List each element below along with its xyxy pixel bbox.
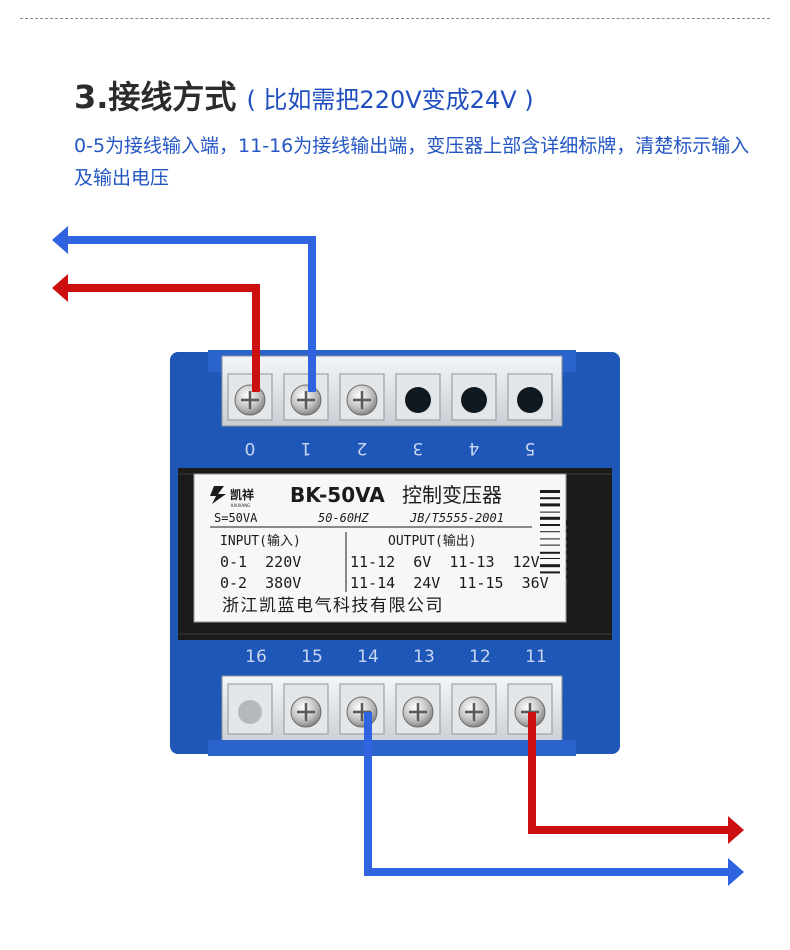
top-terminal-5[interactable] — [507, 373, 553, 421]
brand-logo — [210, 486, 226, 504]
brand-name: 凯祥 — [230, 487, 254, 502]
bottom-terminal-16[interactable] — [227, 683, 273, 735]
manufacturer-name: 浙江凯蓝电气科技有限公司 — [222, 596, 444, 616]
bottom-terminal-label: 12 — [469, 647, 491, 667]
product-name: 控制变压器 — [402, 483, 502, 507]
input-wire-blue-arrow-icon — [52, 226, 68, 254]
bottom-clear-cover — [221, 675, 563, 747]
output-wires — [364, 712, 744, 886]
top-divider — [20, 18, 770, 19]
top-terminal-label: 1 — [301, 438, 312, 458]
top-terminal-0[interactable] — [227, 373, 273, 421]
top-clear-cover — [221, 355, 563, 427]
input-header: INPUT(输入) — [220, 533, 301, 549]
output-wire-red-arrow-icon — [728, 816, 744, 844]
bottom-terminal-13[interactable] — [395, 683, 441, 735]
bottom-terminal-12[interactable] — [451, 683, 497, 735]
empty-hole-icon — [461, 387, 487, 413]
screw-icon — [346, 384, 378, 416]
top-terminal-label: 0 — [245, 438, 256, 458]
bottom-terminal-label: 14 — [357, 647, 379, 667]
output-header: OUTPUT(输出) — [388, 533, 477, 549]
frequency: 50-60HZ — [318, 511, 369, 525]
bottom-terminal-label: 11 — [525, 647, 547, 667]
top-terminal-1[interactable] — [283, 373, 329, 421]
section-title-text: 3.接线方式 — [74, 78, 237, 116]
empty-hole-icon — [405, 387, 431, 413]
top-terminal-label: 3 — [413, 438, 424, 458]
screw-icon — [290, 384, 322, 416]
output-wire-blue-arrow-icon — [728, 858, 744, 886]
top-terminal-label: 4 — [469, 438, 480, 458]
section-description: 0-5为接线输入端，11-16为接线输出端，变压器上部含详细标牌，清楚标示输入及… — [74, 135, 750, 189]
rating: S=50VA — [214, 511, 258, 525]
empty-hole-icon — [238, 700, 262, 724]
bottom-terminal-label: 15 — [301, 647, 323, 667]
screw-icon — [346, 696, 378, 728]
output-row-1: 11-12 6V 11-13 12V — [350, 553, 540, 571]
top-terminal-label: 5 — [525, 438, 536, 458]
top-terminal-4[interactable] — [451, 373, 497, 421]
brand-pinyin: KAIXIANG — [231, 503, 250, 508]
empty-hole-icon — [517, 387, 543, 413]
bottom-terminal-block — [208, 675, 576, 756]
model-number: BK-50VA — [290, 483, 385, 507]
bottom-terminal-labels: 16 15 14 13 12 11 — [245, 647, 547, 667]
screw-icon — [402, 696, 434, 728]
top-terminal-3[interactable] — [395, 373, 441, 421]
input-wire-red-arrow-icon — [52, 274, 68, 302]
screw-icon — [290, 696, 322, 728]
bottom-terminal-15[interactable] — [283, 683, 329, 735]
section-title: 3.接线方式 ( 比如需把220V变成24V ) — [74, 72, 534, 118]
date-code: 20240325 — [564, 519, 578, 580]
standard-code: JB/T5555-2001 — [409, 511, 504, 525]
section-subtitle: ( 比如需把220V变成24V ) — [246, 86, 534, 114]
top-terminal-2[interactable] — [339, 373, 385, 421]
input-wires — [52, 226, 316, 392]
bottom-terminal-label: 16 — [245, 647, 267, 667]
barcode — [540, 490, 560, 574]
nameplate: 凯祥 KAIXIANG BK-50VA 控制变压器 20240325 S=50V… — [193, 473, 578, 623]
screw-icon — [234, 384, 266, 416]
screw-icon — [458, 696, 490, 728]
bottom-terminal-label: 13 — [413, 647, 435, 667]
top-terminal-block — [208, 350, 576, 427]
input-wire-red — [68, 284, 260, 392]
nameplate-background — [193, 473, 567, 623]
input-row-2: 0-2 380V — [220, 574, 301, 592]
bottom-terminal-14[interactable] — [339, 683, 385, 735]
input-wire-blue — [68, 236, 316, 392]
output-wire-blue — [364, 712, 730, 876]
top-terminal-label: 2 — [357, 438, 368, 458]
output-wire-red — [528, 712, 730, 834]
input-row-1: 0-1 220V — [220, 553, 301, 571]
output-row-2: 11-14 24V 11-15 36V — [350, 574, 549, 592]
top-terminal-labels: 0 1 2 3 4 5 — [245, 438, 536, 458]
